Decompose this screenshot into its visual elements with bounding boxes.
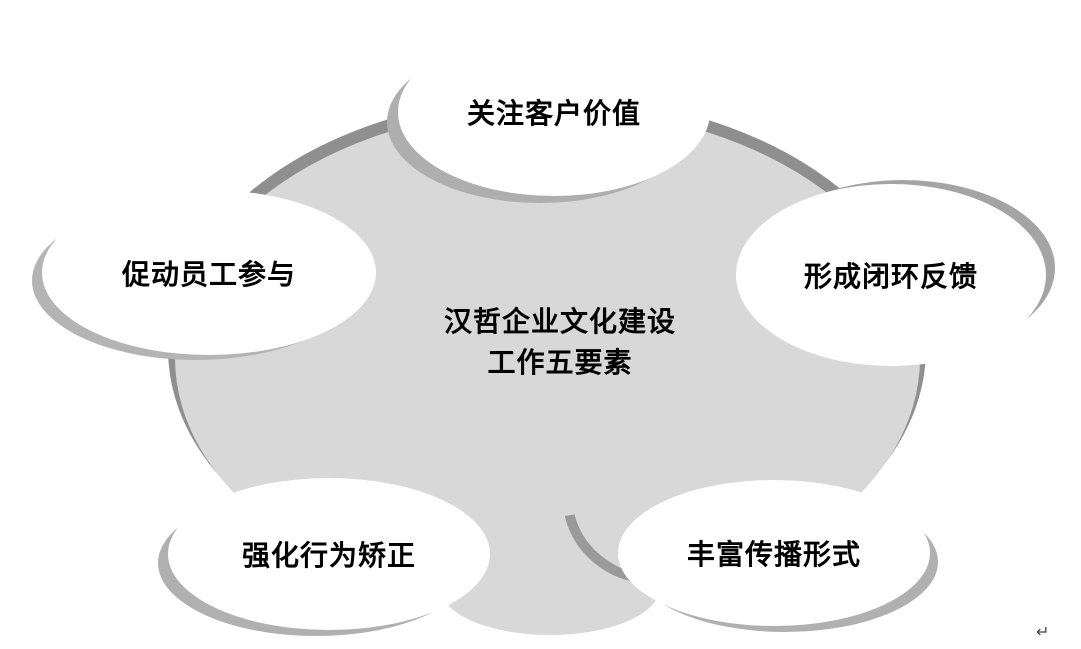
node-label: 关注客户价值 — [466, 98, 641, 129]
node-customer-value: 关注客户价值 — [398, 28, 710, 196]
node-label: 促动员工参与 — [121, 258, 296, 290]
node-label: 强化行为矫正 — [241, 540, 416, 571]
node-communication-forms: 丰富传播形式 — [618, 480, 930, 626]
center-title-line2: 工作五要素 — [487, 346, 633, 378]
node-employee-participation: 促动员工参与 — [42, 190, 376, 355]
node-closed-loop-feedback: 形成闭环反馈 — [736, 184, 1046, 366]
node-label: 丰富传播形式 — [686, 539, 861, 570]
diagram-center-title: 汉哲企业文化建设 工作五要素 — [370, 302, 750, 383]
node-label: 形成闭环反馈 — [803, 261, 978, 292]
return-mark-icon: ↵ — [1036, 624, 1050, 641]
node-behavior-correction: 强化行为矫正 — [168, 478, 490, 630]
center-title-line1: 汉哲企业文化建设 — [443, 306, 676, 337]
